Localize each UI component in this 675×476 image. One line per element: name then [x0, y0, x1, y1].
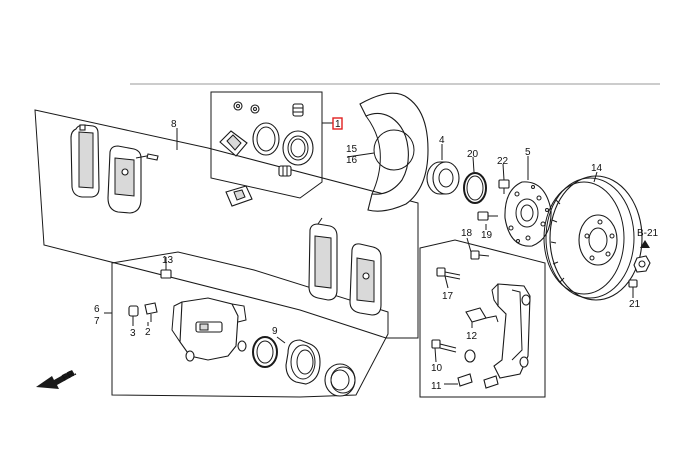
pad-spring-11	[457, 373, 499, 389]
piston-seal-9	[252, 336, 278, 368]
brake-pad-outer	[107, 145, 159, 214]
pad-right-b	[349, 243, 382, 316]
brake-disc	[543, 175, 643, 301]
caliper-frame	[111, 251, 389, 398]
label-14: 14	[591, 163, 603, 174]
disc-screw	[628, 279, 638, 293]
label-7: 7	[94, 316, 100, 327]
label-1: 1	[335, 119, 341, 130]
label-2: 2	[145, 327, 151, 338]
bleeder-2	[144, 302, 158, 322]
label-5: 5	[525, 147, 531, 158]
caliper-body	[171, 297, 247, 362]
label-13: 13	[162, 255, 174, 266]
label-18: 18	[461, 228, 473, 239]
label-21: 21	[629, 299, 641, 310]
arrow-up-icon	[640, 240, 650, 248]
front-label: FR.	[60, 367, 77, 383]
splash-shield	[359, 92, 429, 212]
label-15: 15	[346, 144, 358, 155]
label-3: 3	[130, 328, 136, 339]
bleeder-screw-13	[160, 262, 172, 279]
front-arrow-icon	[36, 370, 75, 389]
guide-pin-17	[436, 267, 461, 280]
label-17: 17	[442, 291, 454, 302]
callout-1-highlight	[322, 117, 343, 130]
bolt-18	[470, 250, 490, 260]
hub-screw	[477, 211, 498, 221]
label-22: 22	[497, 156, 509, 167]
piston	[285, 339, 321, 385]
dust-boot	[324, 363, 356, 397]
label-9: 9	[272, 326, 278, 337]
pad-right-a	[308, 217, 338, 301]
label-8: 8	[171, 119, 177, 130]
snap-ring	[463, 172, 487, 204]
pad-kit-frame	[34, 109, 419, 339]
label-20: 20	[467, 149, 479, 160]
pad-clip-12	[465, 307, 499, 323]
wheel-nut	[633, 255, 651, 273]
label-ref: B-21	[637, 228, 659, 239]
label-11: 11	[431, 381, 442, 392]
wheel-bearing	[426, 161, 460, 195]
caliper-bracket	[491, 283, 531, 379]
bleeder-cap-3	[128, 305, 139, 317]
label-6: 6	[94, 304, 100, 315]
leader-lines	[104, 128, 634, 385]
brake-pad-inner	[70, 124, 100, 198]
seal-kit-parts	[219, 101, 314, 177]
hub-bolt	[498, 179, 510, 194]
label-10: 10	[431, 363, 443, 374]
guide-pin-10	[431, 339, 476, 363]
seal-kit-frame	[210, 91, 323, 199]
label-12: 12	[466, 331, 478, 342]
wheel-hub	[504, 181, 552, 247]
pad-shim	[225, 185, 253, 207]
label-4: 4	[439, 135, 445, 146]
label-16: 16	[346, 155, 358, 166]
label-19: 19	[481, 230, 493, 241]
bracket-frame	[419, 239, 546, 398]
